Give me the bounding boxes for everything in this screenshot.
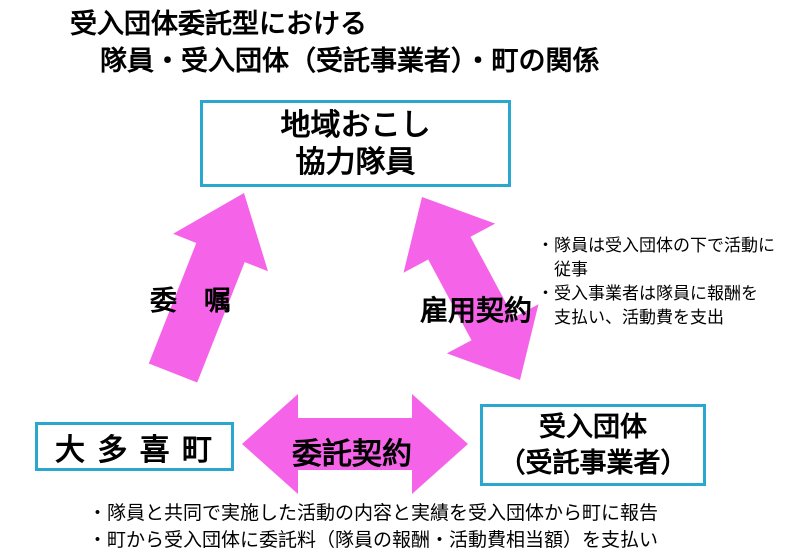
commission-label: 委 嘱 — [150, 286, 231, 316]
consignment-note: ・隊員と共同で実施した活動の内容と実績を受入団体から町に報告 ・町から受入団体に… — [88, 500, 658, 554]
slide-title: 受入団体委託型における 隊員・受入団体（受託事業者）・町の関係 — [70, 6, 600, 80]
node-host-box: 受入団体 （受託事業者） — [480, 404, 706, 486]
consignment-note-line: ・町から受入団体に委託料（隊員の報酬・活動費相当額）を支払い — [88, 530, 659, 551]
node-volunteer-line1: 地域おこし — [280, 108, 431, 142]
node-town-label: 大 多 喜 町 — [54, 433, 214, 467]
employment-note-line: ・隊員は受入団体の下で活動に — [537, 236, 775, 255]
employment-note-line: 従事 — [537, 260, 588, 279]
node-host-line1: 受入団体 — [539, 412, 647, 442]
consignment-label: 委託契約 — [292, 438, 412, 471]
employment-label: 雇用契約 — [420, 295, 533, 326]
employment-note: ・隊員は受入団体の下で活動に 従事 ・受入事業者は隊員に報酬を 支払い、活動費を… — [537, 234, 775, 330]
commission-arrow-icon — [148, 193, 268, 383]
consignment-note-line: ・隊員と共同で実施した活動の内容と実績を受入団体から町に報告 — [88, 503, 659, 524]
employment-note-line: ・受入事業者は隊員に報酬を — [537, 284, 758, 303]
consignment-arrow-icon — [242, 394, 468, 494]
node-volunteer-box: 地域おこし 協力隊員 — [200, 100, 511, 187]
slide-title-line1: 受入団体委託型における — [70, 9, 367, 39]
node-host-line2: （受託事業者） — [498, 448, 688, 478]
employment-note-line: 支払い、活動費を支出 — [537, 308, 724, 327]
employment-arrow-icon — [403, 197, 539, 380]
node-town-box: 大 多 喜 町 — [35, 422, 234, 471]
node-volunteer-line2: 協力隊員 — [295, 145, 416, 179]
slide-title-line2: 隊員・受入団体（受託事業者）・町の関係 — [100, 46, 600, 76]
